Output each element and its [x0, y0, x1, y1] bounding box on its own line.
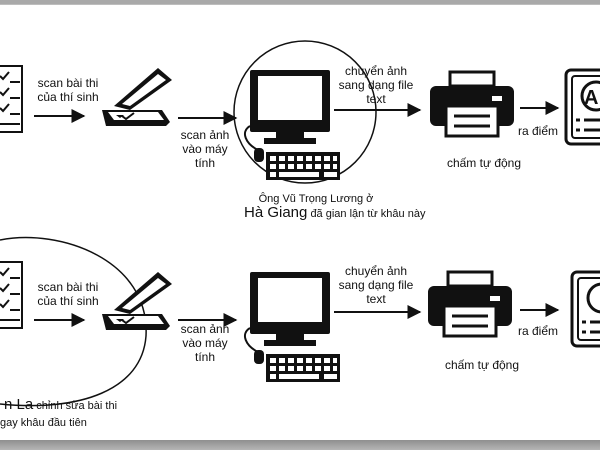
row1-computer-label-line3: tính: [194, 156, 215, 170]
row1-grade-mark: A: [584, 87, 598, 109]
row1-convert-label-line2: sang dạng file: [338, 78, 414, 92]
row2-answer-sheet-icon: [0, 261, 23, 329]
row1-computer-label: scan ảnh vào máy tính: [174, 128, 236, 170]
row1-annotation-rest: đã gian lận từ khâu này: [310, 208, 426, 220]
row1-computer-label-line2: vào máy: [182, 142, 228, 156]
page-shadow: [0, 440, 600, 450]
row2-annotation-line1: n La chỉnh sửa bài thi: [4, 396, 204, 413]
row1-annotation-line1: Ông Vũ Trọng Lương ở: [258, 193, 374, 205]
row2-scan-label-line1: scan bài thi: [37, 280, 99, 294]
row2-computer-label: scan ảnh vào máy tính: [174, 322, 236, 364]
row1-scan-label: scan bài thi của thí sinh: [28, 76, 108, 104]
row2-annotation-line2: gay khâu đầu tiên: [0, 417, 87, 429]
row2-result-label: ra điểm: [517, 324, 558, 338]
row2-auto-grade-label: chấm tự động: [444, 358, 520, 372]
row2-scan-label: scan bài thi của thí sinh: [28, 280, 108, 308]
row2-convert-label-line3: text: [366, 292, 386, 306]
row2-computer-label-line1: scan ảnh: [180, 322, 230, 336]
row2-scanner-icon: [101, 271, 173, 331]
row1-scanner-icon: [101, 67, 173, 127]
row1-annotation-place: Hà Giang: [244, 204, 308, 221]
row2-computer-label-line3: tính: [194, 350, 215, 364]
row2-annotation-rest: chỉnh sửa bài thi: [36, 400, 118, 412]
row1-annotation-line2: Hà Giang đã gian lận từ khâu này: [244, 204, 464, 221]
row1-scan-label-line1: scan bài thi: [37, 76, 99, 90]
row1-convert-label-line1: chuyển ảnh: [344, 64, 408, 78]
row2-highlight-circle: [0, 236, 147, 407]
row1-auto-grade-label: chấm tự động: [446, 156, 522, 170]
row2-scan-label-line2: của thí sinh: [37, 294, 99, 308]
row1-answer-sheet-icon: [0, 65, 23, 133]
row2-result-paper-icon: [570, 270, 600, 348]
row1-computer-label-line1: scan ảnh: [180, 128, 230, 142]
row1-printer-icon: [428, 70, 516, 138]
row2-computer-label-line2: vào máy: [182, 336, 228, 350]
row2-flow: [0, 236, 600, 407]
row2-convert-label: chuyển ảnh sang dạng file text: [326, 264, 426, 306]
row1-highlight-circle: [233, 40, 377, 184]
row2-printer-icon: [426, 270, 514, 338]
row1-flow: A: [0, 40, 600, 184]
row1-convert-label-line3: text: [366, 92, 386, 106]
row2-convert-label-line2: sang dạng file: [338, 278, 414, 292]
row1-scan-label-line2: của thí sinh: [37, 90, 99, 104]
row1-convert-label: chuyển ảnh sang dạng file text: [326, 64, 426, 106]
row2-convert-label-line1: chuyển ảnh: [344, 264, 408, 278]
row1-result-label: ra điểm: [517, 124, 558, 138]
row2-annotation-place: n La: [4, 396, 34, 413]
